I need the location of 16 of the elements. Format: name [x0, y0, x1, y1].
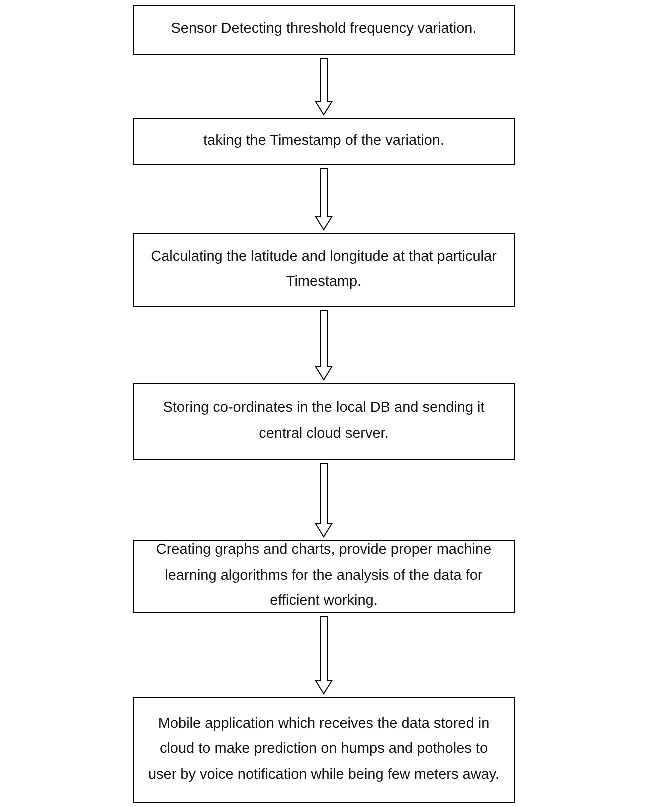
step-text: Calculating the latitude and longitude at that particular Timestamp. — [150, 248, 498, 292]
hollow-arrow — [315, 310, 333, 381]
process-box — [133, 697, 515, 803]
step-text: Mobile application which receives the data stored in cloud to make prediction on humps and potholes to user by voice notification while being few meters away. — [147, 714, 501, 785]
step-text: Sensor Detecting threshold frequency variation. — [171, 20, 477, 40]
process-box — [133, 383, 515, 460]
step-text: Storing co-ordinates in the local DB and sending it central cloud server. — [162, 399, 486, 444]
hollow-arrow — [315, 58, 333, 116]
hollow-arrow — [315, 616, 333, 695]
process-box — [133, 233, 515, 307]
step-text: Creating graphs and charts, provide proper machine learning algorithms for the analysis of the data for efficient working. — [155, 541, 493, 612]
step-text: taking the Timestamp of the variation. — [204, 132, 444, 151]
process-box — [133, 118, 515, 165]
hollow-arrow — [315, 464, 333, 538]
hollow-arrow — [315, 168, 333, 231]
process-box — [133, 5, 515, 55]
